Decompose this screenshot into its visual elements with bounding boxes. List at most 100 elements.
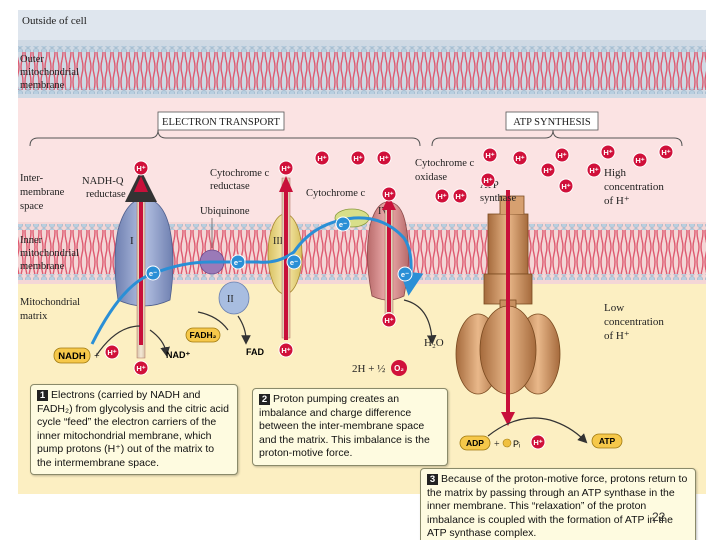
proton-markers: H⁺H⁺H⁺H⁺H⁺H⁺H⁺H⁺H⁺H⁺H⁺H⁺H⁺H⁺H⁺H⁺H⁺H⁺H⁺H⁺… (104, 144, 674, 450)
pi-label: Pᵢ (513, 439, 520, 449)
hplus-ion (540, 162, 556, 178)
caption-2-number: 2 (259, 394, 270, 405)
caption-2-text: Proton pumping creates an imbalance and … (259, 393, 430, 459)
nadh-label: NADH (58, 351, 86, 362)
atp-synthesis-label: ATP SYNTHESIS (513, 117, 591, 128)
outer-membrane-label-1: Outer (20, 54, 44, 65)
hplus-label: H⁺ (384, 316, 393, 325)
hplus-label: H⁺ (543, 166, 552, 175)
hplus-ion (554, 147, 570, 163)
low-conc-label-1: Low (604, 302, 624, 314)
hplus-ion (278, 342, 294, 358)
adp-plus: + (494, 439, 500, 450)
hplus-label: H⁺ (603, 148, 612, 157)
intermembrane-label-1: Inter- (20, 173, 44, 184)
inner-membrane-label-1: Inner (20, 235, 43, 246)
hplus-ion (632, 152, 648, 168)
electron-markers: e⁻ e⁻ e⁻ e⁻ e⁻ (145, 216, 413, 282)
hplus-label: H⁺ (384, 190, 393, 199)
outer-membrane-label-3: membrane (20, 80, 65, 91)
hplus-label: H⁺ (437, 192, 446, 201)
hplus-ion (381, 186, 397, 202)
complex-ii-label: II (227, 294, 234, 305)
hplus-ion (314, 150, 330, 166)
hplus-ion (480, 172, 496, 188)
svg-text:e⁻: e⁻ (234, 258, 242, 267)
hplus-ion (558, 178, 574, 194)
caption-3-text: Because of the proton-motive force, prot… (427, 473, 688, 539)
hplus-ion (104, 344, 120, 360)
cyt-c-oxidase-label-1: Cytochrome c (415, 158, 475, 169)
complex-iv-label: IV (378, 206, 389, 217)
fadh2-pill (185, 327, 221, 343)
hplus-ion (600, 144, 616, 160)
intermembrane-label-3: space (20, 201, 44, 212)
svg-text:e⁻: e⁻ (339, 220, 347, 229)
hplus-label: H⁺ (455, 192, 464, 201)
hplus-label: H⁺ (635, 156, 644, 165)
page-number: 22 (652, 510, 666, 524)
svg-text:e⁻: e⁻ (290, 258, 298, 267)
hplus-label: H⁺ (353, 154, 362, 163)
hplus-ion (452, 188, 468, 204)
cyt-c-reductase-label-2: reductase (210, 181, 250, 192)
atp-pill (591, 433, 623, 449)
matrix-label-1: Mitochondrial (20, 297, 80, 308)
cyt-c-reductase-label-1: Cytochrome c (210, 168, 270, 179)
svg-text:e⁻: e⁻ (149, 269, 157, 278)
hplus-label: H⁺ (561, 182, 570, 191)
svg-text:e⁻: e⁻ (401, 270, 409, 279)
adp-label: ADP (466, 438, 484, 448)
nadh-plus: + (94, 351, 100, 362)
outside-cell-label: Outside of cell (22, 15, 87, 27)
hplus-ion (133, 160, 149, 176)
hplus-label: H⁺ (107, 348, 116, 357)
hplus-ion (278, 160, 294, 176)
nad-label: NAD⁺ (166, 350, 190, 360)
o2-label: O₂ (394, 364, 404, 373)
hplus-ion (586, 162, 602, 178)
hplus-label: H⁺ (281, 346, 290, 355)
hplus-ion (434, 188, 450, 204)
atp-synthase-label-2: synthase (480, 193, 517, 204)
outside-cell-region (18, 10, 706, 40)
hplus-ion (133, 360, 149, 376)
nadh-q-label-2: reductase (86, 189, 126, 200)
low-conc-label-2: concentration (604, 316, 664, 328)
hplus-ion (381, 312, 397, 328)
hplus-ion (482, 147, 498, 163)
complex-ii (218, 281, 250, 315)
hplus-ion (350, 150, 366, 166)
electron-transport-label: ELECTRON TRANSPORT (162, 117, 280, 128)
hplus-ion (530, 434, 546, 450)
hplus-label: H⁺ (317, 154, 326, 163)
atp-synthesis-box (505, 111, 599, 131)
hplus-label: H⁺ (557, 151, 566, 160)
hplus-ion (512, 150, 528, 166)
nadh-q-label-1: NADH-Q (82, 176, 124, 187)
caption-1-text: Electrons (carried by NADH and FADH₂) fr… (37, 389, 229, 469)
hplus-label: H⁺ (281, 164, 290, 173)
low-conc-label-3: of H⁺ (604, 330, 630, 342)
cyt-c-oxidase-label-2: oxidase (415, 172, 447, 183)
matrix-label-2: matrix (20, 311, 48, 322)
inner-membrane-label-2: mitochondrial (20, 248, 79, 259)
high-conc-label-2: concentration (604, 181, 664, 193)
h2o-label: H₂O (424, 337, 444, 349)
hplus-ion (658, 144, 674, 160)
hplus-label: H⁺ (483, 176, 492, 185)
hplus-label: H⁺ (485, 151, 494, 160)
two-h-label: 2H + ½ (352, 363, 385, 375)
complex-iii-label: III (273, 236, 283, 247)
high-conc-label-1: High (604, 167, 627, 179)
high-conc-label-3: of H⁺ (604, 195, 630, 207)
intermembrane-label-2: membrane (20, 187, 65, 198)
hplus-label: H⁺ (661, 148, 670, 157)
fad-label: FAD (246, 347, 265, 357)
hplus-label: H⁺ (136, 364, 145, 373)
hplus-label: H⁺ (589, 166, 598, 175)
electron-transport-box (157, 111, 285, 131)
